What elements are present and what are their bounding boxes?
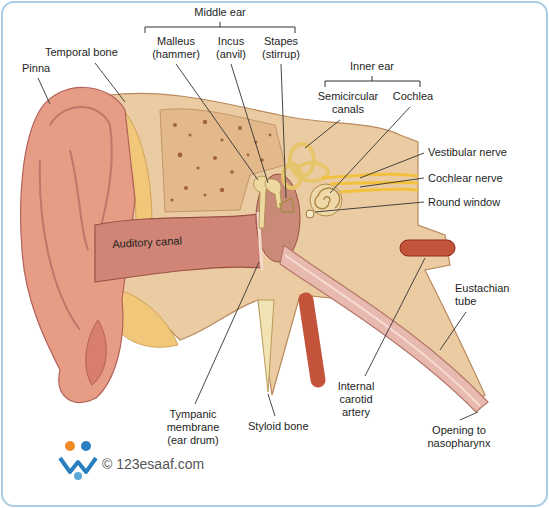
tube-lumen bbox=[285, 255, 480, 406]
bracket bbox=[325, 76, 420, 87]
stapes bbox=[280, 198, 294, 212]
part-label: Middle ear bbox=[170, 6, 270, 19]
part-label: Malleus (hammer) bbox=[145, 35, 207, 61]
eustachian-tube bbox=[280, 245, 488, 412]
part-label: Temporal bone bbox=[45, 46, 118, 59]
part-label: Styloid bone bbox=[248, 420, 309, 433]
watermark: © 123esaaf.com bbox=[102, 456, 204, 473]
part-label: Incus (anvil) bbox=[208, 35, 254, 61]
nerves bbox=[322, 174, 418, 192]
carotid-artery bbox=[400, 240, 455, 256]
part-label: Cochlea bbox=[388, 90, 438, 103]
styloid-bone bbox=[258, 300, 274, 392]
part-label: Eustachian tube bbox=[455, 282, 527, 308]
fat-layer bbox=[118, 290, 178, 347]
part-label: Opening to nasopharynx bbox=[418, 424, 500, 450]
part-label: Tympanic membrane (ear drum) bbox=[156, 408, 230, 447]
carotid-artery bbox=[306, 300, 318, 380]
part-label: Auditory canal bbox=[112, 234, 182, 251]
earlobe bbox=[86, 320, 107, 385]
part-label: Stapes (stirrup) bbox=[256, 35, 306, 61]
auditory-canal bbox=[95, 214, 262, 282]
part-label: Pinna bbox=[22, 62, 50, 75]
bracket bbox=[145, 22, 295, 33]
part-label: Vestibular nerve bbox=[428, 146, 507, 159]
cochlea-spiral bbox=[315, 188, 340, 209]
part-label: Internal carotid artery bbox=[330, 380, 382, 419]
semicircular-canals bbox=[283, 144, 328, 188]
part-label: Round window bbox=[428, 196, 500, 209]
part-label: Semicircular canals bbox=[312, 90, 384, 116]
leader-lines bbox=[38, 63, 478, 420]
part-label: Cochlear nerve bbox=[428, 172, 503, 185]
round-window bbox=[306, 210, 314, 218]
logo bbox=[60, 441, 96, 480]
pinna-fold bbox=[40, 107, 112, 330]
part-label: Inner ear bbox=[340, 60, 404, 73]
